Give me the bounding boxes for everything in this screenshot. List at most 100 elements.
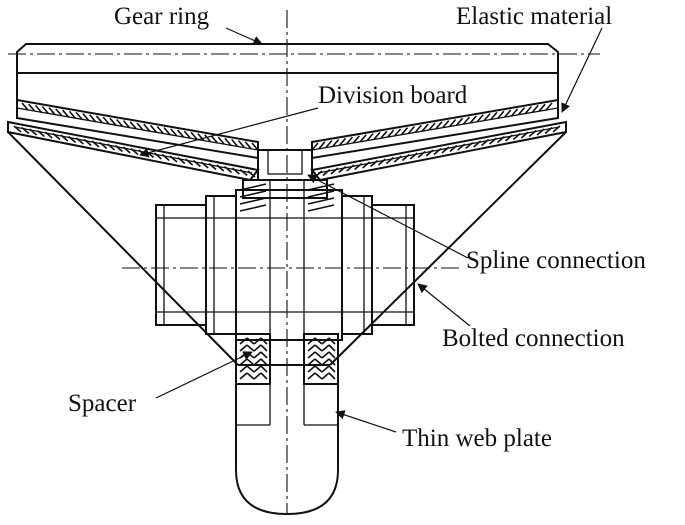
board-hatch-right xyxy=(441,146,450,154)
elastic-hatch-left xyxy=(41,106,49,115)
board-hatch-right xyxy=(449,144,458,153)
board-hatch-left xyxy=(161,153,170,162)
elastic-hatch-right xyxy=(325,140,333,149)
board-hatch-left xyxy=(13,125,22,133)
spacer-hatch-right xyxy=(321,358,330,366)
elastic-hatch-right xyxy=(352,135,360,144)
board-hatch-right xyxy=(322,168,331,177)
board-hatch-right xyxy=(338,165,347,174)
elastic-hatch-left xyxy=(197,133,205,142)
collar-hatch xyxy=(307,190,335,198)
board-hatch-left xyxy=(36,129,45,138)
spacer-hatch-left xyxy=(253,351,262,359)
elastic-hatch-right xyxy=(442,120,450,129)
elastic-hatch-left xyxy=(156,126,164,135)
board-hatch-right xyxy=(346,164,355,172)
elastic-hatch-left xyxy=(244,141,252,150)
elastic-material-leader xyxy=(561,27,603,113)
spacer-hatch-right xyxy=(321,344,330,352)
elastic-hatch-right xyxy=(538,103,546,112)
elastic-hatch-left xyxy=(170,128,178,137)
elastic-hatch-left xyxy=(217,136,225,145)
elastic-hatch-right xyxy=(517,107,526,116)
elastic-hatch-right xyxy=(462,116,471,125)
elastic-hatch-left xyxy=(231,138,239,147)
board-hatch-right xyxy=(417,150,426,159)
label-spline-connection: Spline connection xyxy=(466,247,646,274)
board-hatch-left xyxy=(75,137,84,145)
elastic-hatch-right xyxy=(510,108,519,117)
label-division-board: Division board xyxy=(318,82,468,109)
elastic-hatch-right xyxy=(497,110,505,119)
elastic-hatch-right xyxy=(393,128,402,137)
elastic-hatch-left xyxy=(237,140,246,149)
board-hatch-right xyxy=(409,152,418,160)
board-hatch-right xyxy=(433,147,442,156)
board-hatch-left xyxy=(177,156,186,165)
board-hatch-left xyxy=(216,164,225,172)
elastic-hatch-left xyxy=(190,131,198,140)
elastic-hatch-left xyxy=(21,102,29,111)
spacer-hatch-right xyxy=(314,351,323,359)
spacer-hatch-left xyxy=(246,365,255,373)
board-hatch-right xyxy=(481,138,490,147)
elastic-hatch-right xyxy=(531,104,539,113)
spacer-hatch-right xyxy=(314,365,323,373)
spacer-hatch-left xyxy=(260,358,268,366)
spacer-hatch-left xyxy=(260,344,268,352)
board-hatch-left xyxy=(21,126,30,135)
board-hatch-right xyxy=(489,137,498,145)
spacer-hatch-left xyxy=(253,365,262,373)
elastic-hatch-right xyxy=(545,102,553,111)
spacer-hatch-left xyxy=(246,372,255,380)
elastic-hatch-right xyxy=(469,115,477,124)
spacer-hatch-right xyxy=(328,344,336,352)
elastic-hatch-left xyxy=(48,107,56,116)
board-hatch-left xyxy=(44,131,53,139)
elastic-hatch-left xyxy=(176,129,185,138)
board-hatch-left xyxy=(192,159,201,168)
board-hatch-right xyxy=(504,134,513,142)
board-hatch-left xyxy=(52,132,61,141)
board-hatch-left xyxy=(138,149,147,157)
spacer-hatch-right xyxy=(321,337,330,345)
label-bolted-connection: Bolted connection xyxy=(442,325,625,352)
elastic-hatch-left xyxy=(75,111,83,120)
spacer-hatch-left xyxy=(239,365,248,373)
gear-ring-leader xyxy=(225,27,263,45)
collar-hatch xyxy=(239,197,267,205)
collar-hatch xyxy=(239,183,267,191)
flanged-sleeve xyxy=(155,189,415,341)
board-hatch-right xyxy=(473,140,482,148)
board-hatch-left xyxy=(169,155,178,163)
board-hatch-left xyxy=(247,170,256,178)
board-hatch-right xyxy=(377,158,386,166)
elastic-hatch-left xyxy=(109,117,117,126)
elastic-hatch-right xyxy=(400,127,409,136)
board-hatch-left xyxy=(83,138,92,147)
elastic-hatch-left xyxy=(129,121,137,130)
spacer-hatch-right xyxy=(328,358,336,366)
board-hatch-left xyxy=(91,140,100,148)
spacer-hatch-left xyxy=(253,337,262,345)
spacer-hatch-left xyxy=(239,344,248,352)
elastic-hatch-right xyxy=(387,129,395,138)
spacer-hatch-left xyxy=(239,337,248,345)
spline-connection-leader xyxy=(307,174,469,259)
spacer-hatch-left xyxy=(253,344,262,352)
board-hatch-right xyxy=(512,132,521,141)
elastic-hatch-left xyxy=(82,113,90,122)
elastic-hatch-left xyxy=(122,120,131,129)
spacer-hatch-right xyxy=(314,337,323,345)
collar-hatch xyxy=(239,204,267,212)
spacer-hatch-right xyxy=(307,351,316,359)
board-hatch-left xyxy=(114,144,123,153)
spacer-hatch-right xyxy=(321,351,330,359)
elastic-hatch-right xyxy=(332,138,340,147)
thin-web-plate-leader xyxy=(335,410,397,433)
board-hatch-right xyxy=(552,125,561,133)
collar-hatch xyxy=(307,204,335,212)
elastic-hatch-right xyxy=(476,114,484,123)
board-hatch-left xyxy=(185,158,194,166)
elastic-hatch-left xyxy=(68,110,76,119)
